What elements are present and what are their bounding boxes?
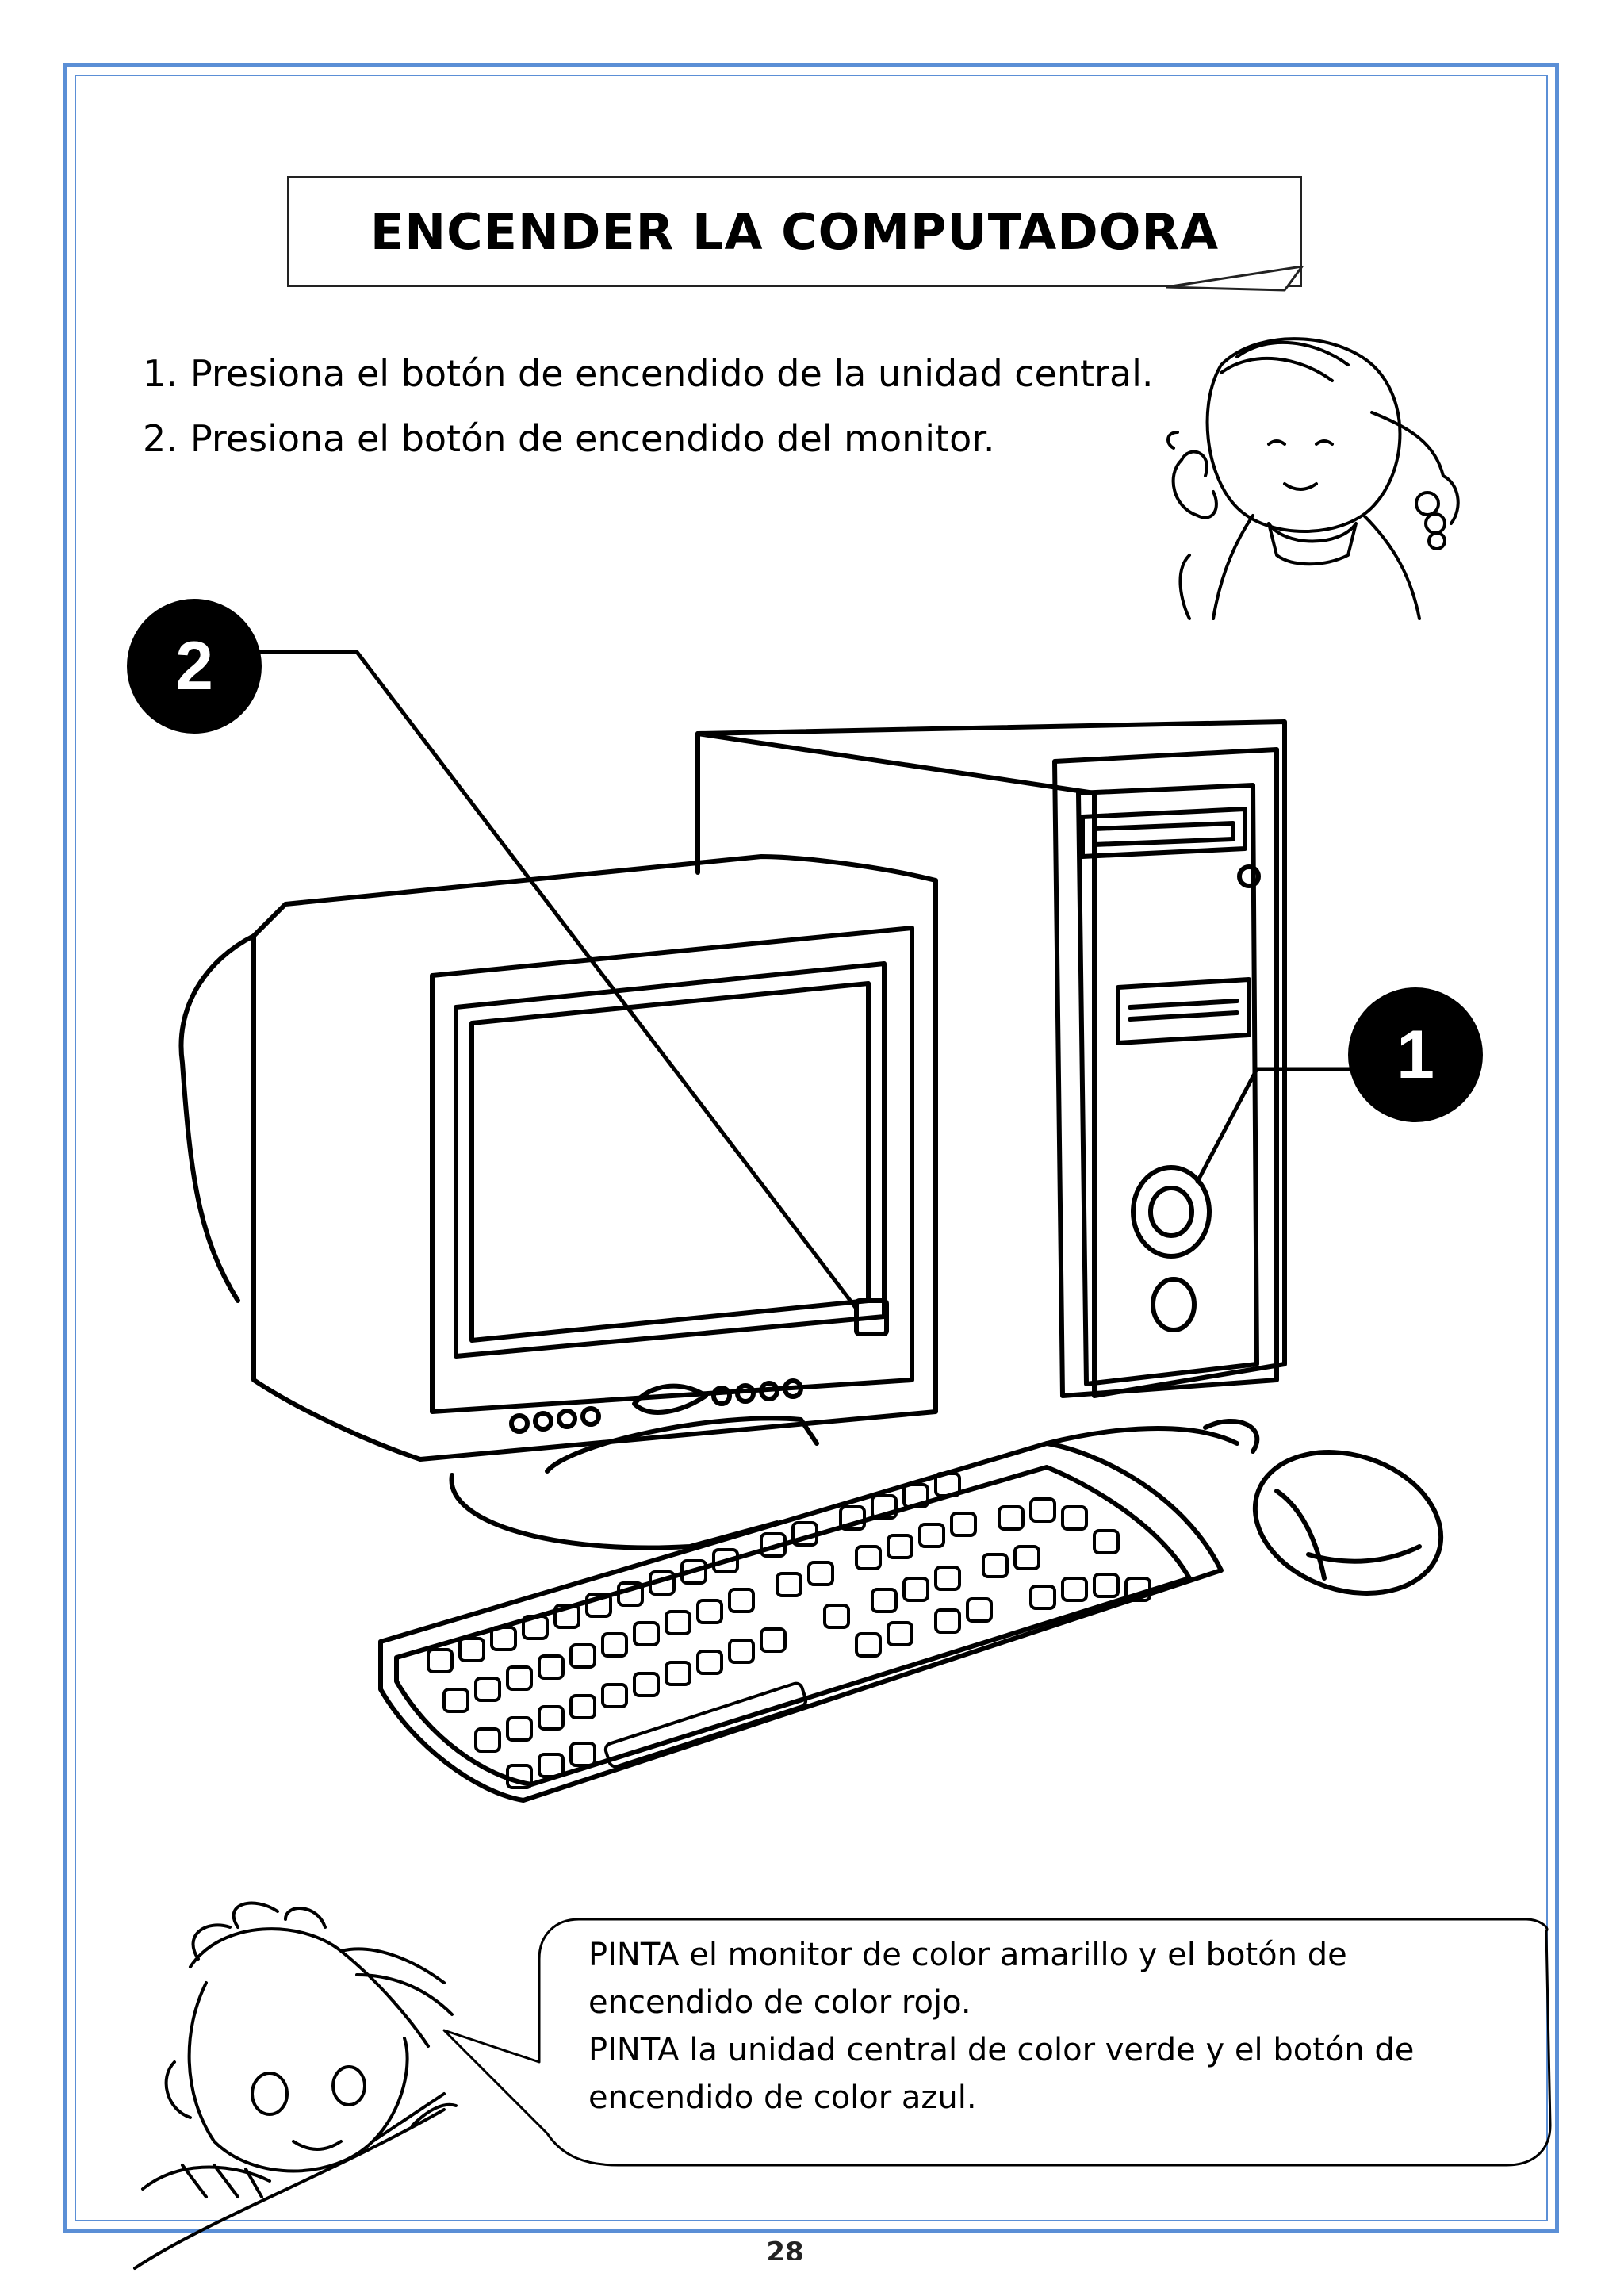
boy-peeking-illustration — [133, 1901, 458, 2270]
list-item: 2.Presiona el botón de encendido del mon… — [143, 417, 995, 460]
cpu-tower-illustration — [695, 719, 1287, 1398]
page-title: ENCENDER LA COMPUTADORA — [370, 202, 1220, 261]
callout-lines — [255, 650, 1366, 1311]
page-border-outer — [63, 63, 1559, 2233]
list-item: 1.Presiona el botón de encendido de la u… — [143, 352, 1154, 395]
title-box: ENCENDER LA COMPUTADORA — [287, 176, 1302, 287]
speech-bubble-text: PINTA el monitor de color amarillo y el … — [588, 1937, 1415, 2116]
page-number: 28 — [766, 2237, 804, 2260]
callout-badge-monitor: 2 — [127, 599, 262, 734]
page-border-inner — [75, 75, 1548, 2221]
girl-thinking-illustration — [1166, 337, 1460, 620]
keyboard-illustration — [378, 1426, 1239, 1803]
title-fold-icon — [1166, 266, 1304, 292]
callout-badge-cpu: 1 — [1348, 987, 1483, 1122]
crt-monitor-illustration — [178, 854, 938, 1550]
speech-bubble — [442, 1918, 1552, 2167]
instruction-list: 1.Presiona el botón de encendido de la u… — [143, 341, 1154, 471]
mouse-illustration — [1203, 1419, 1444, 1596]
